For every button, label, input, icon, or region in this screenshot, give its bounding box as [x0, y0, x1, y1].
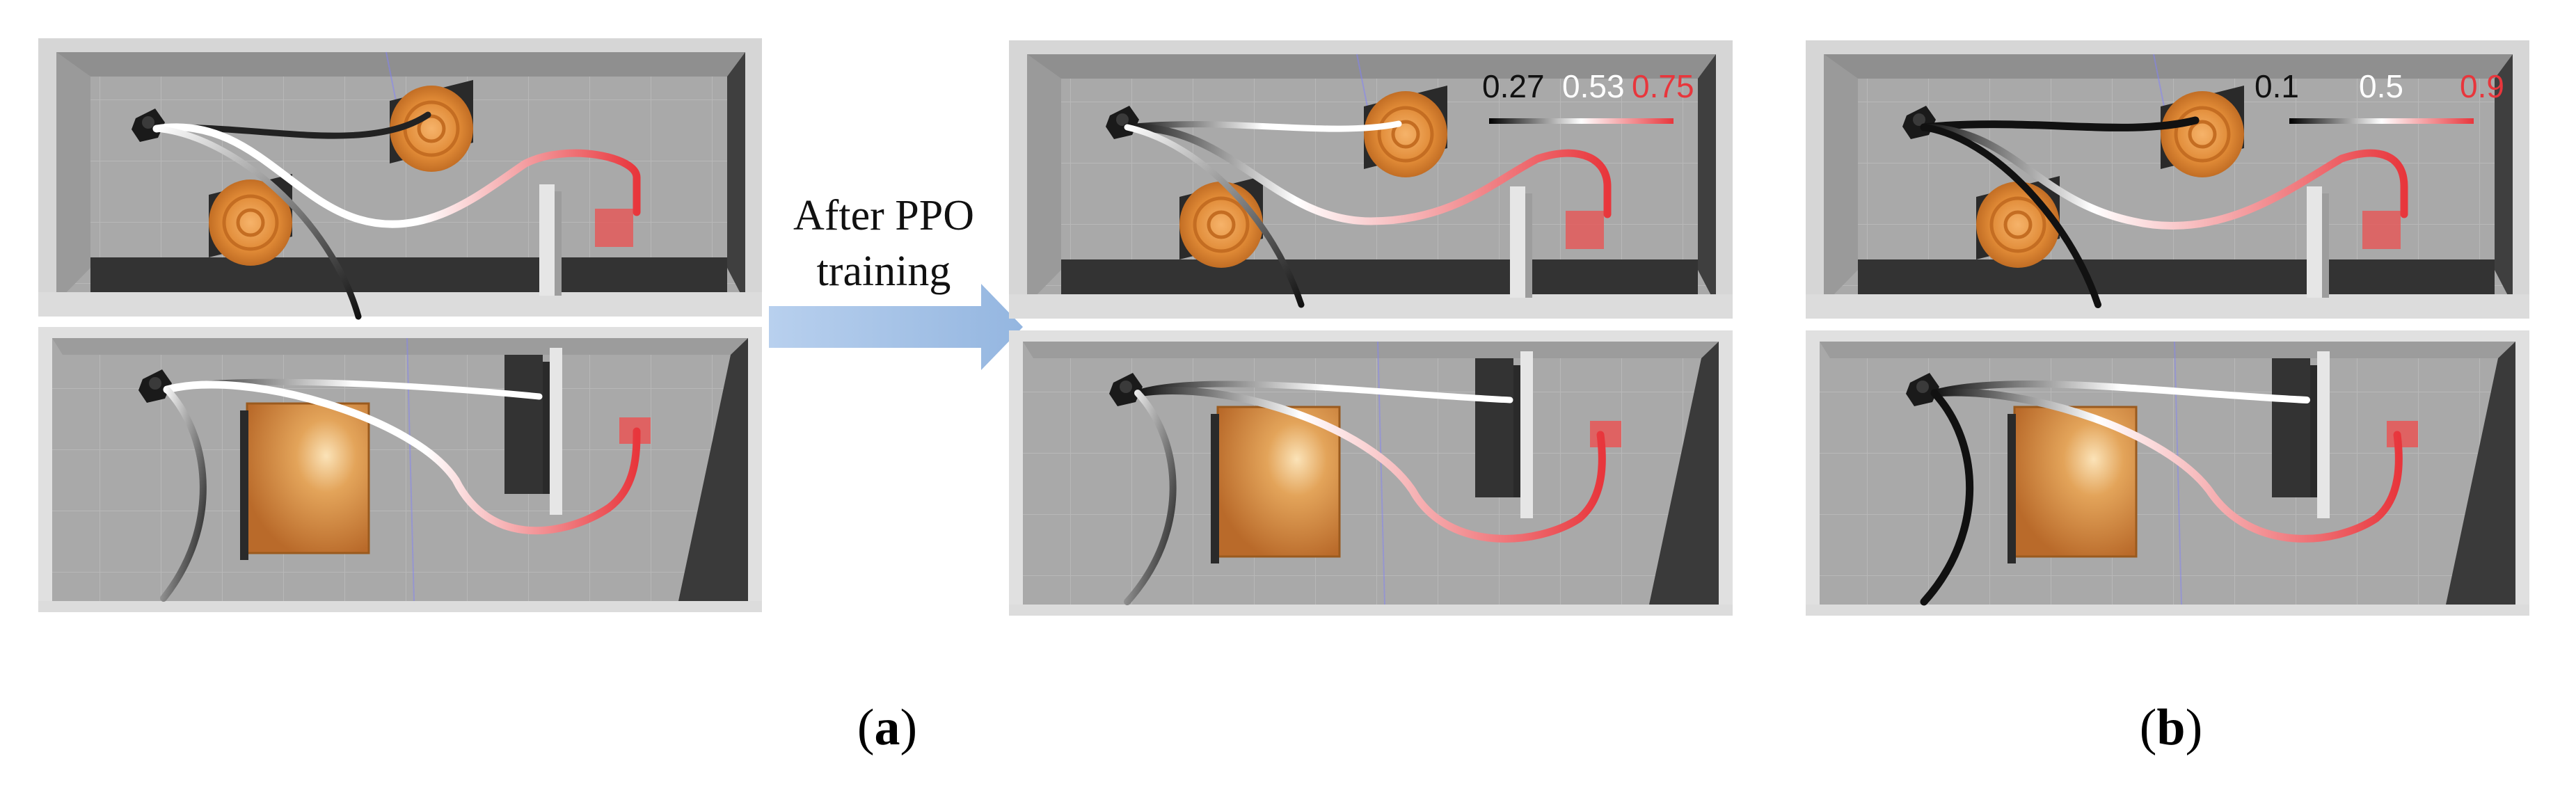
scale-a-mid: 0.53 — [1562, 68, 1625, 104]
arrow-label-line1: After PPO — [793, 192, 974, 239]
caption-b: (b) — [2140, 699, 2202, 756]
scale-b-high: 0.9 — [2460, 68, 2504, 104]
after-ppo-arrow: After PPO training — [769, 192, 1023, 370]
value-scale-b: 0.1 0.5 0.9 — [2255, 68, 2504, 124]
panel-before-training — [38, 38, 763, 613]
panel-after-training: 0.27 0.53 0.75 — [1008, 40, 1733, 616]
panel-b: 0.1 0.5 0.9 — [1805, 40, 2530, 616]
scale-b-mid: 0.5 — [2359, 68, 2403, 104]
scale-b-low: 0.1 — [2255, 68, 2299, 104]
scale-gradient-bar — [2289, 118, 2474, 124]
caption-a-letter: a — [875, 699, 900, 756]
scale-a-low: 0.27 — [1482, 68, 1545, 104]
scale-gradient-bar — [1489, 118, 1673, 124]
value-scale-a: 0.27 0.53 0.75 — [1482, 68, 1694, 124]
caption-b-letter: b — [2156, 699, 2185, 756]
scale-a-high: 0.75 — [1632, 68, 1694, 104]
caption-a: (a) — [857, 699, 917, 756]
arrow-label-line2: training — [817, 248, 951, 295]
